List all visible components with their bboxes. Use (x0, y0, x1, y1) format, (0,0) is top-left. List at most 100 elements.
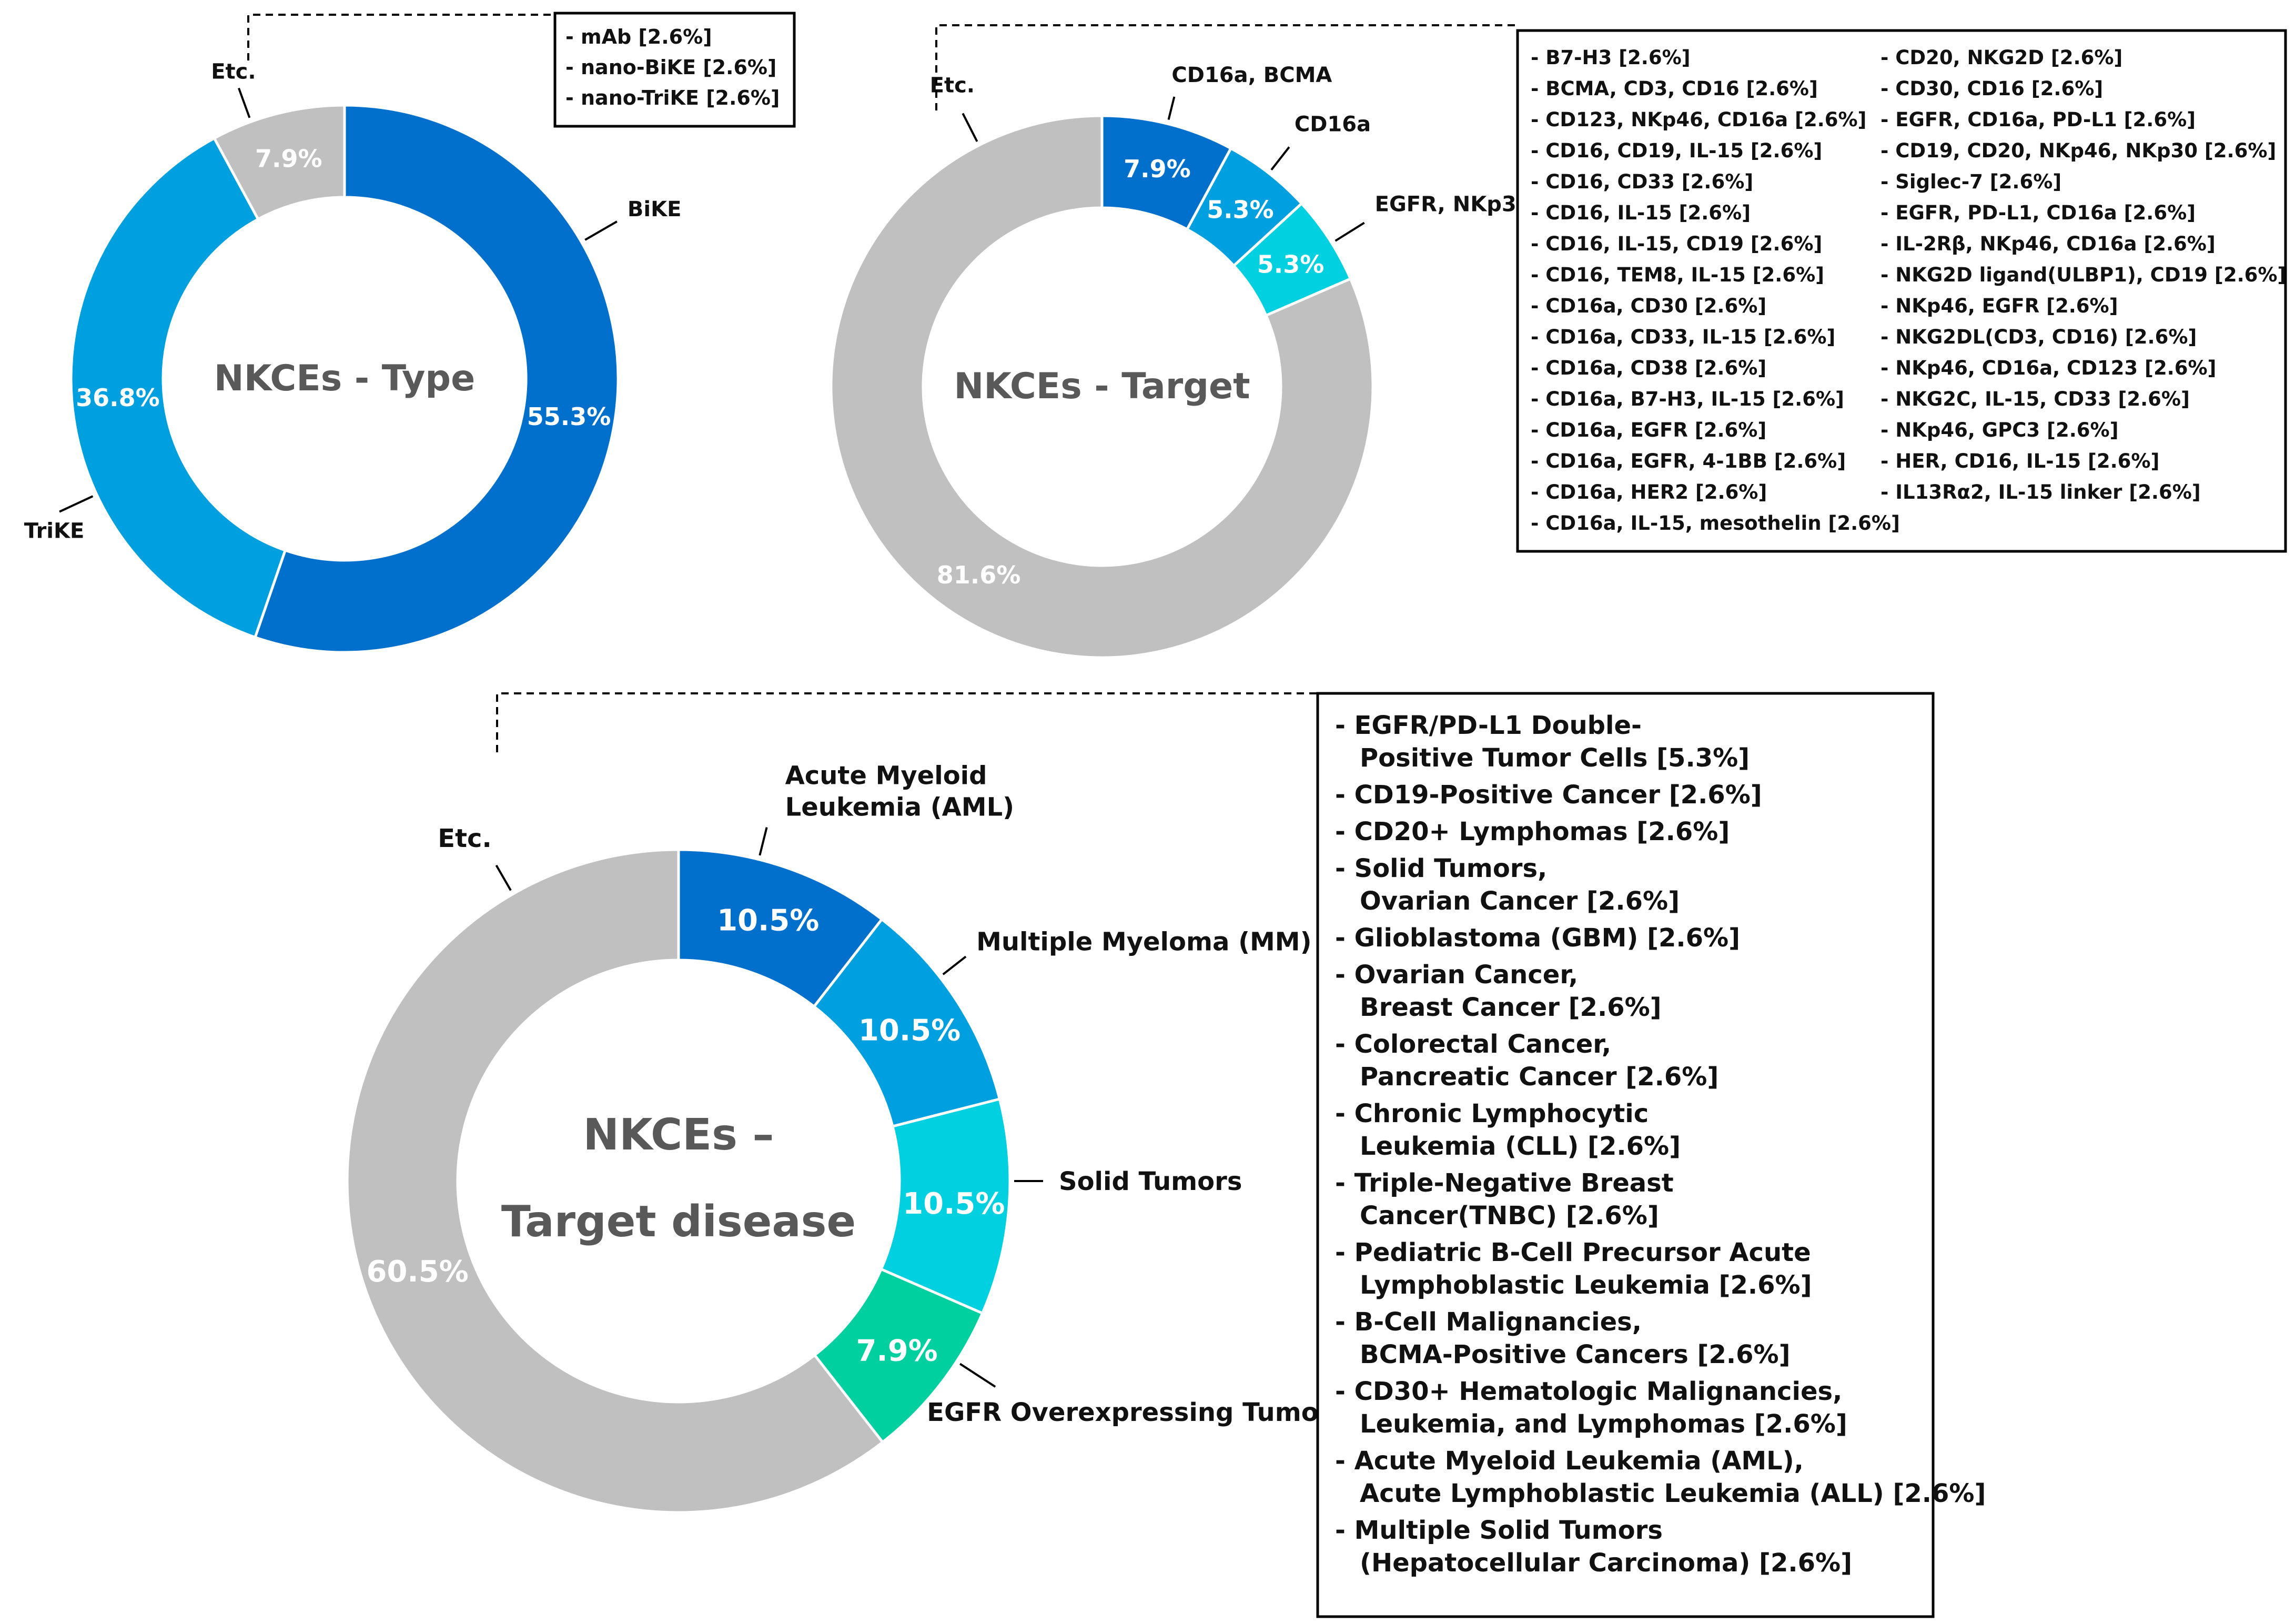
etc-breakdown-item: - EGFR, PD-L1, CD16a [2.6%] (1881, 201, 2196, 224)
etc-breakdown-item: - EGFR/PD-L1 Double- (1335, 711, 1642, 740)
donut-slice (69, 136, 287, 639)
etc-breakdown-item: - NKG2C, IL-15, CD33 [2.6%] (1881, 388, 2190, 410)
leader-line (942, 955, 967, 975)
etc-breakdown-item: Positive Tumor Cells [5.3%] (1360, 743, 1750, 773)
etc-breakdown-item: - CD16a, CD38 [2.6%] (1531, 357, 1766, 379)
etc-breakdown-box (1516, 29, 2287, 553)
leader-line (1167, 96, 1176, 120)
etc-breakdown-item: - NKp46, CD16a, CD123 [2.6%] (1881, 357, 2216, 379)
etc-breakdown-item: - IL13Rα2, IL-15 linker [2.6%] (1881, 481, 2201, 503)
etc-breakdown-item: - CD16a, IL-15, mesothelin [2.6%] (1531, 512, 1900, 534)
etc-breakdown-item: Ovarian Cancer [2.6%] (1360, 886, 1680, 916)
etc-breakdown-item: - Ovarian Cancer, (1335, 960, 1578, 990)
etc-breakdown-item: - Colorectal Cancer, (1335, 1030, 1611, 1059)
slice-name-label: BiKE (628, 197, 682, 221)
leader-line (495, 864, 512, 891)
slice-value-label: 36.8% (76, 384, 160, 412)
etc-breakdown-item: - Siglec-7 [2.6%] (1881, 170, 2061, 193)
etc-connector-dashed (935, 24, 1520, 110)
slice-name-label: Multiple Myeloma (MM) (976, 927, 1311, 956)
slice-name-label: Etc. (438, 824, 491, 853)
etc-breakdown-item: - CD16a, EGFR [2.6%] (1531, 419, 1766, 441)
etc-breakdown-item: Cancer(TNBC) [2.6%] (1360, 1201, 1659, 1230)
etc-breakdown-box (553, 12, 796, 128)
etc-breakdown-item: - CD16, CD33 [2.6%] (1531, 170, 1753, 193)
etc-breakdown-item: - CD16a, B7-H3, IL-15 [2.6%] (1531, 388, 1844, 410)
etc-breakdown-item: (Hepatocellular Carcinoma) [2.6%] (1360, 1548, 1852, 1578)
etc-breakdown-item: - CD19-Positive Cancer [2.6%] (1335, 780, 1762, 810)
leader-line (584, 220, 618, 241)
donut-slice (253, 104, 620, 654)
etc-breakdown-item: - CD19, CD20, NKp46, NKp30 [2.6%] (1881, 139, 2276, 162)
chart-nkces-type: 55.3%36.8%7.9%NKCEs - TypeBiKETriKEEtc.-… (24, 12, 796, 654)
slice-name-label: EGFR, NKp30 (1375, 192, 1531, 216)
etc-breakdown-item: - Multiple Solid Tumors (1335, 1516, 1663, 1545)
etc-breakdown-item: Lymphoblastic Leukemia [2.6%] (1360, 1270, 1812, 1300)
etc-breakdown-item: Acute Lymphoblastic Leukemia (ALL) [2.6%… (1360, 1479, 1986, 1508)
etc-breakdown-item: - CD16a, CD33, IL-15 [2.6%] (1531, 326, 1835, 348)
etc-breakdown-item: - Acute Myeloid Leukemia (AML), (1335, 1446, 1804, 1476)
etc-breakdown-box (1316, 692, 1935, 1618)
etc-breakdown-item: - mAb [2.6%] (565, 25, 712, 48)
etc-breakdown-item: - Pediatric B-Cell Precursor Acute (1335, 1238, 1811, 1267)
chart-nkces-target-disease: 10.5%10.5%10.5%7.9%60.5%NKCEs –Target di… (346, 692, 1986, 1618)
etc-breakdown-item: - B-Cell Malignancies, (1335, 1307, 1642, 1337)
etc-breakdown-item: - Glioblastoma (GBM) [2.6%] (1335, 923, 1740, 953)
etc-breakdown-item: - CD16, TEM8, IL-15 [2.6%] (1531, 264, 1824, 286)
etc-breakdown-item: - BCMA, CD3, CD16 [2.6%] (1531, 77, 1818, 100)
etc-breakdown-item: - CD16, IL-15, CD19 [2.6%] (1531, 233, 1822, 255)
etc-breakdown-item: - nano-TriKE [2.6%] (565, 86, 780, 109)
etc-connector-dashed (496, 692, 1320, 752)
etc-breakdown-item: - Triple-Negative Breast (1335, 1168, 1674, 1198)
slice-name-label: Leukemia (AML) (785, 793, 1014, 822)
leader-line (59, 495, 94, 513)
etc-breakdown-item: - CD16, CD19, IL-15 [2.6%] (1531, 139, 1822, 162)
etc-breakdown-item: - Chronic Lymphocytic (1335, 1099, 1649, 1128)
etc-connector-dashed (247, 14, 555, 60)
slice-value-label: 7.9% (1124, 155, 1191, 183)
etc-breakdown-item: - IL-2Rβ, NKp46, CD16a [2.6%] (1881, 233, 2216, 255)
donut-slice (346, 848, 885, 1514)
slice-value-label: 5.3% (1207, 195, 1274, 224)
slice-value-label: 7.9% (255, 144, 322, 173)
etc-breakdown-item: - CD30, CD16 [2.6%] (1881, 77, 2103, 100)
center-title: NKCEs - Type (214, 358, 475, 399)
etc-breakdown-item: Leukemia (CLL) [2.6%] (1360, 1132, 1681, 1161)
etc-breakdown-item: - Solid Tumors, (1335, 854, 1547, 883)
slice-name-label: CD16a (1295, 113, 1371, 137)
etc-breakdown-item: - EGFR, CD16a, PD-L1 [2.6%] (1881, 108, 2196, 131)
slice-value-label: 55.3% (527, 402, 611, 431)
center-title-line: NKCEs – (583, 1110, 774, 1160)
etc-breakdown-item: BCMA-Positive Cancers [2.6%] (1360, 1340, 1791, 1369)
leader-line (959, 1363, 996, 1388)
donut-slice (830, 114, 1374, 659)
slice-name-label: CD16a, BCMA (1171, 63, 1332, 87)
etc-breakdown-item: - CD30+ Hematologic Malignancies, (1335, 1377, 1842, 1406)
leader-line (962, 113, 978, 142)
etc-breakdown-item: - B7-H3 [2.6%] (1531, 46, 1691, 69)
slice-value-label: 10.5% (717, 904, 819, 938)
center-title: NKCEs - Target (954, 366, 1250, 407)
leader-line (1334, 221, 1365, 242)
etc-breakdown-item: - CD16a, CD30 [2.6%] (1531, 295, 1766, 317)
etc-breakdown-item: - NKG2DL(CD3, CD16) [2.6%] (1881, 326, 2197, 348)
slice-name-label: Solid Tumors (1059, 1167, 1242, 1196)
slice-name-label: Acute Myeloid (785, 761, 987, 791)
etc-breakdown-item: - nano-BiKE [2.6%] (565, 56, 776, 79)
leader-line (759, 827, 768, 856)
slice-value-label: 7.9% (856, 1334, 937, 1368)
etc-breakdown-item: - HER, CD16, IL-15 [2.6%] (1881, 450, 2159, 472)
leader-line (1270, 146, 1290, 171)
etc-breakdown-item: - CD20, NKG2D [2.6%] (1881, 46, 2122, 69)
etc-breakdown-item: - CD16a, EGFR, 4-1BB [2.6%] (1531, 450, 1846, 472)
etc-breakdown-item: - CD123, NKp46, CD16a [2.6%] (1531, 108, 1866, 131)
etc-breakdown-item: - CD16a, HER2 [2.6%] (1531, 481, 1767, 503)
etc-breakdown-item: Breast Cancer [2.6%] (1360, 993, 1662, 1022)
etc-breakdown-item: - CD20+ Lymphomas [2.6%] (1335, 817, 1730, 846)
etc-breakdown-item: - NKp46, GPC3 [2.6%] (1881, 419, 2119, 441)
etc-breakdown-item: - NKp46, EGFR [2.6%] (1881, 295, 2118, 317)
slice-name-label: EGFR Overexpressing Tumors (927, 1398, 1346, 1427)
slice-name-label: Etc. (211, 59, 256, 84)
